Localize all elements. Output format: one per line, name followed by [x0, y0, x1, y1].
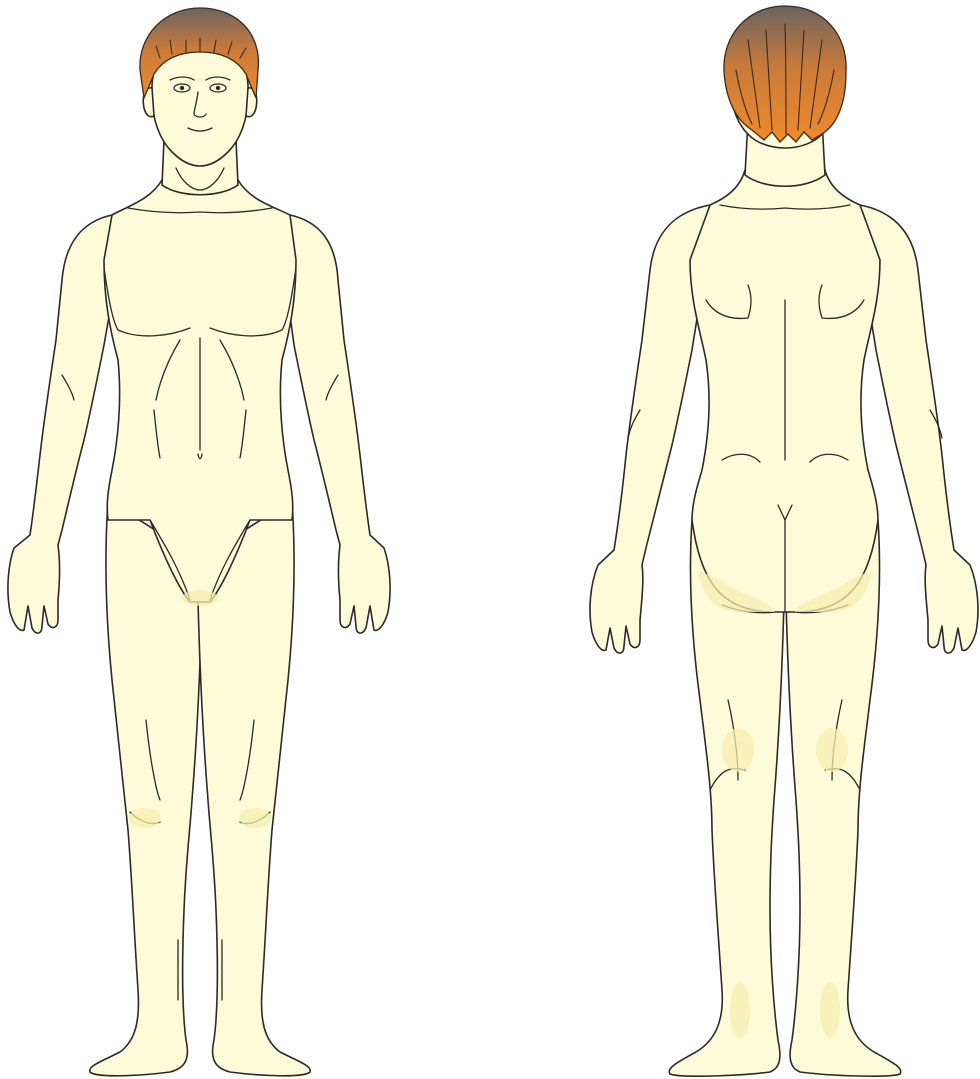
- front-left-arm: [8, 215, 112, 633]
- back-view-figure: [590, 6, 978, 1076]
- front-view-figure: [8, 8, 390, 1076]
- front-right-arm: [288, 215, 390, 633]
